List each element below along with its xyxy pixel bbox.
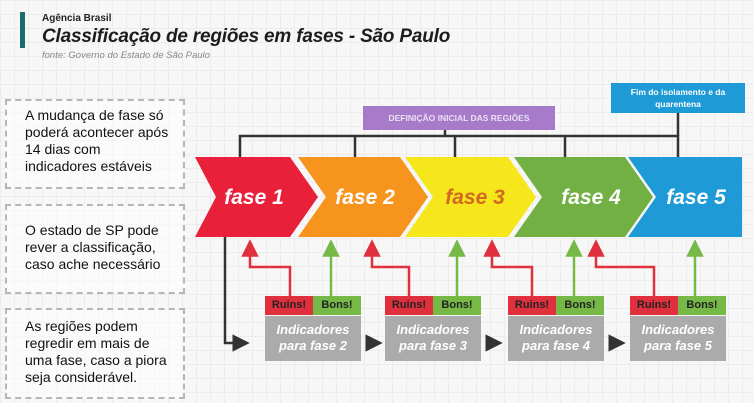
source-tag: Agência Brasil xyxy=(42,13,112,24)
good-flag-1: Bons! xyxy=(313,296,361,315)
indicator-box-1: Indicadores para fase 2 xyxy=(265,316,361,361)
bad-flag-1: Ruins! xyxy=(265,296,313,315)
phase-4-label: fase 4 xyxy=(561,186,621,209)
indicator-box-2-line1: Indicadores xyxy=(396,322,470,337)
phase-5-chevron xyxy=(628,157,742,237)
note-phase-change: A mudança de fase só poderá acontecer ap… xyxy=(5,99,185,189)
indicator-box-2: Indicadores para fase 3 xyxy=(385,316,481,361)
worse-arrow-4 xyxy=(587,239,656,296)
indicator-box-1-line2: para fase 2 xyxy=(279,338,347,353)
end-quarantine-tag: Fim do isolamento e da quarentena xyxy=(611,83,745,113)
indicator-box-2-line2: para fase 3 xyxy=(399,338,467,353)
worse-arrow-3 xyxy=(483,239,534,296)
indicator-box-4-line2: para fase 5 xyxy=(644,338,712,353)
worse-arrow-2 xyxy=(363,239,411,296)
phase-1-label: fase 1 xyxy=(224,186,284,209)
phase-2-chevron xyxy=(298,157,428,237)
bad-flag-2: Ruins! xyxy=(385,296,433,315)
phase-2-label: fase 2 xyxy=(335,186,395,209)
indicator-box-4: Indicadores para fase 5 xyxy=(630,316,726,361)
header-accent-bar xyxy=(20,12,25,48)
note-regression: As regiões podem regredir em mais de uma… xyxy=(5,308,185,399)
top-connectors xyxy=(238,112,680,157)
indicator-box-1-line1: Indicadores xyxy=(276,322,350,337)
worse-arrow-1 xyxy=(241,239,292,296)
phase-1-chevron xyxy=(195,157,318,237)
indicator-box-3-line2: para fase 4 xyxy=(522,338,590,353)
phase-5-label: fase 5 xyxy=(666,186,726,209)
page-title: Classificação de regiões em fases - São … xyxy=(42,26,451,47)
good-flag-2: Bons! xyxy=(433,296,481,315)
phase-3-chevron xyxy=(405,157,536,237)
initial-definition-tag: DEFINIÇÃO INICIAL DAS REGIÕES xyxy=(363,106,555,130)
good-flag-3: Bons! xyxy=(556,296,604,315)
phase-4-chevron xyxy=(514,157,653,237)
bad-flag-3: Ruins! xyxy=(508,296,556,315)
phase-3-label: fase 3 xyxy=(445,186,505,209)
bad-flag-4: Ruins! xyxy=(630,296,678,315)
indicator-box-3-line1: Indicadores xyxy=(519,322,593,337)
good-flag-4: Bons! xyxy=(678,296,726,315)
indicator-box-4-line1: Indicadores xyxy=(641,322,715,337)
flow-arrow-start xyxy=(223,237,250,352)
note-state-review: O estado de SP pode rever a classificaçã… xyxy=(5,204,185,294)
page-subtitle: fonte: Governo do Estado de São Paulo xyxy=(42,50,210,61)
indicator-box-3: Indicadores para fase 4 xyxy=(508,316,604,361)
